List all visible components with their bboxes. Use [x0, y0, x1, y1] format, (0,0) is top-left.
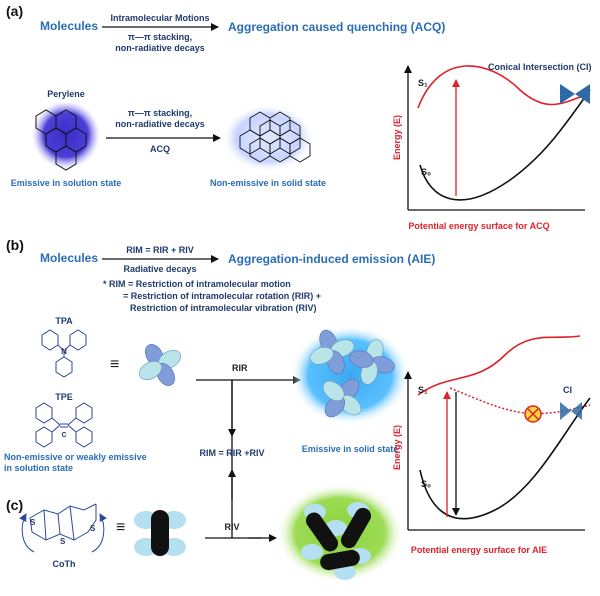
tpe-label: TPE [55, 392, 73, 402]
propeller-cluster [290, 325, 410, 425]
panel-a-arrow-top: Intramolecular Motions [110, 13, 209, 23]
rim-equation: RIM = RIR +RIV [199, 448, 264, 458]
panel-a-mid-arrow-2: non-radiative decays [115, 119, 205, 129]
panel-b-equiv: ≡ [110, 356, 119, 373]
pes-acq-s1: S₁ [418, 78, 428, 88]
nonemissive-solution-1: Non-emissive or weakly emissive [4, 452, 147, 462]
panel-a-molecules: Molecules [40, 19, 98, 33]
coth-molecule [19, 503, 107, 553]
panel-a-mid-arrow-3: ACQ [150, 144, 170, 154]
rim-def-2: = Restriction of intramolecular rotation… [123, 291, 321, 301]
perylene-molecule [32, 101, 100, 171]
panel-a-result: Aggregation caused quenching (ACQ) [228, 20, 445, 34]
panel-a-label: (a) [6, 3, 23, 19]
tpa-n-atom: N [61, 347, 67, 356]
nonemissive-solution-2: in solution state [4, 463, 73, 473]
coth-label: CoTh [53, 559, 76, 569]
rim-def-1: * RIM = Restriction of intramolecular mo… [103, 279, 291, 289]
nonemissive-solid-label: Non-emissive in solid state [210, 178, 326, 188]
tpa-molecule [41, 329, 87, 378]
panel-a-arrow-bottom-2: non-radiative decays [115, 43, 205, 53]
pes-aie-ci: CI [563, 385, 572, 395]
stacked-perylene [222, 104, 314, 172]
riv-label: RIV [224, 522, 239, 532]
panel-b-label: (b) [6, 237, 24, 253]
panel-b-result: Aggregation-induced emission (AIE) [228, 252, 435, 266]
coth-s-right: S [90, 524, 96, 533]
panel-c-label: (c) [6, 497, 23, 513]
rir-label: RIR [232, 363, 248, 373]
panel-b-arrow-bottom: Radiative decays [123, 264, 196, 274]
coth-cluster [276, 483, 404, 583]
panel-b-molecules: Molecules [40, 251, 98, 265]
panel-b-arrow-top: RIM = RIR + RIV [126, 245, 194, 255]
emissive-solid-label: Emissive in solid state [302, 444, 399, 454]
pes-aie-s0: S₀ [421, 479, 431, 489]
propeller-single [135, 340, 185, 390]
tpe-molecule [35, 402, 93, 448]
emissive-solution-label: Emissive in solution state [11, 178, 122, 188]
pes-aie-caption: Potential energy surface for AIE [411, 545, 547, 555]
panel-a-arrow-bottom-1: π—π stacking, [128, 32, 192, 42]
pes-acq-energy-axis: Energy (E) [392, 115, 402, 160]
panel-a-mid-arrow-1: π—π stacking, [128, 108, 192, 118]
coth-s-mid: S [60, 537, 66, 546]
tpe-c-atom: C [61, 432, 66, 439]
tpa-label: TPA [55, 316, 73, 326]
pes-acq: Energy (E) S₁ S₀ Conical Intersection (C… [392, 62, 592, 211]
panel-c-equiv: ≡ [116, 519, 125, 536]
pes-aie-s1: S₁ [418, 385, 428, 395]
pes-acq-s0: S₀ [421, 167, 431, 177]
coth-schematic [134, 510, 186, 556]
coth-s-left: S [30, 518, 36, 527]
rim-def-3: Restriction of intramolecular vibration … [130, 303, 317, 313]
perylene-label: Perylene [47, 89, 85, 99]
pes-aie-energy-axis: Energy (E) [392, 425, 402, 470]
pes-acq-ci: Conical Intersection (CI) [488, 62, 592, 72]
pes-acq-caption: Potential energy surface for ACQ [408, 221, 549, 231]
pes-aie: Energy (E) S₁ S₀ CI [392, 335, 591, 531]
